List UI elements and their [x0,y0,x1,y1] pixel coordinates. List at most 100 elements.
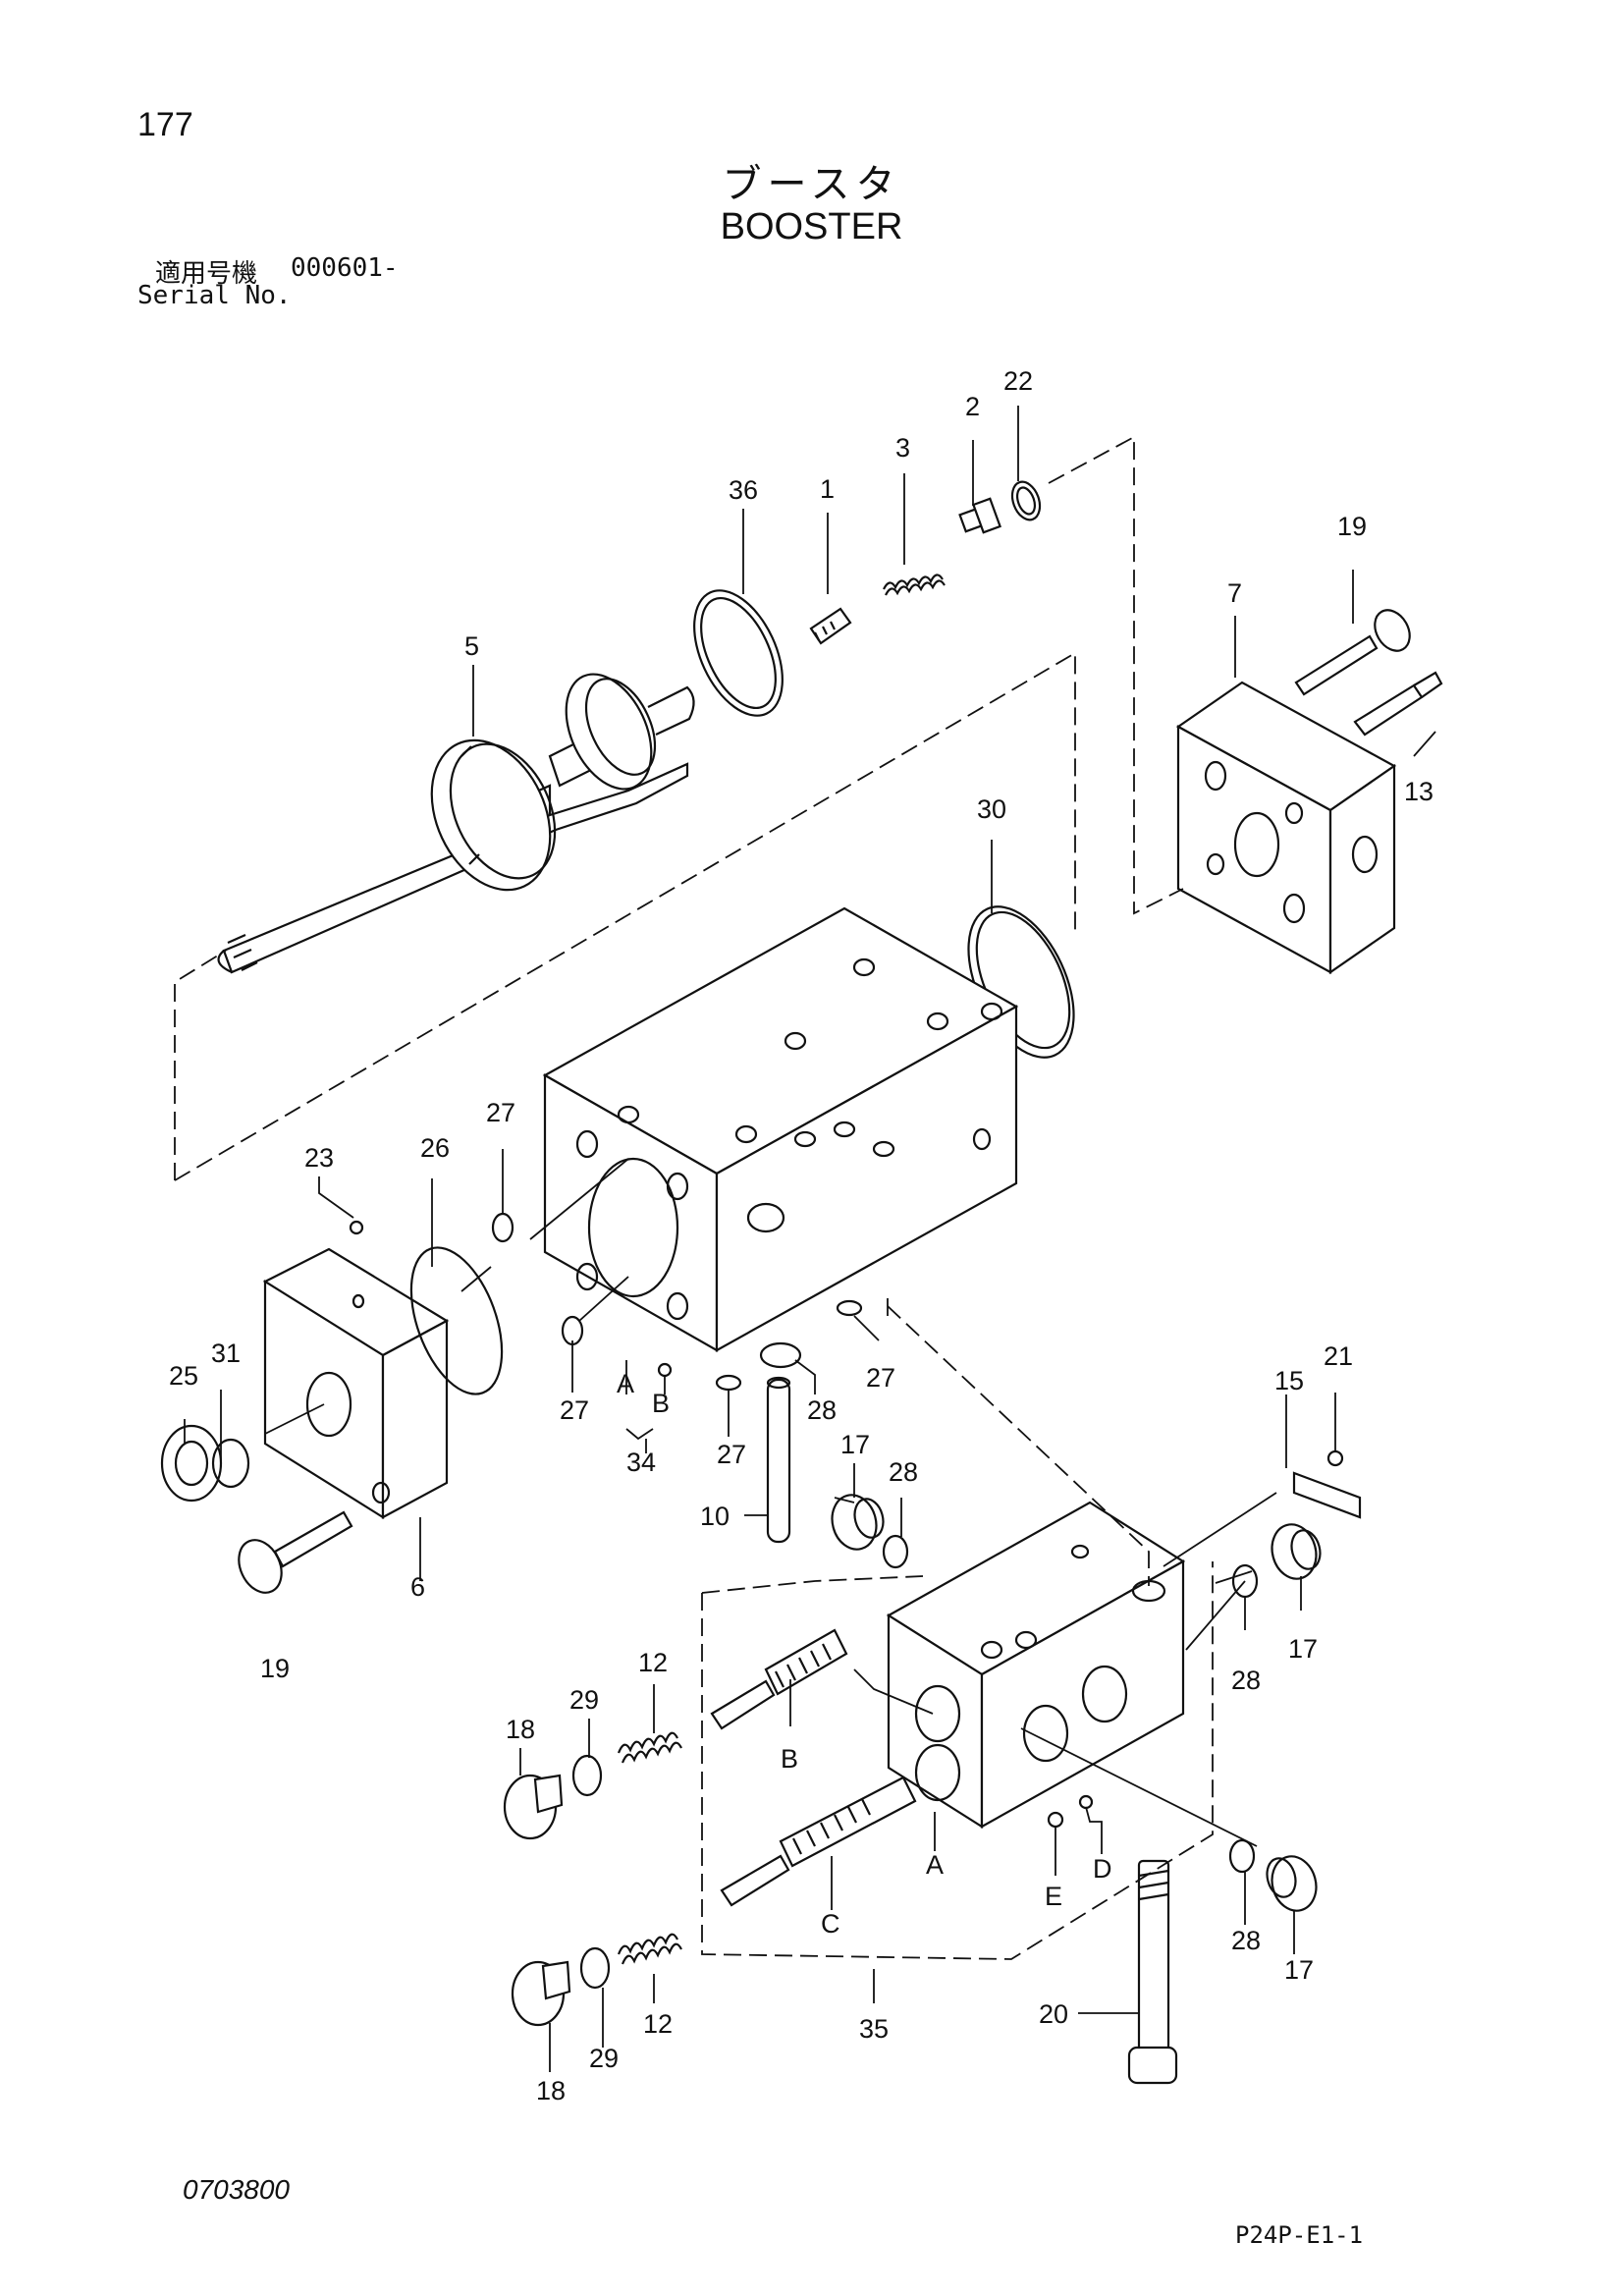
callout-5: 5 [464,631,479,661]
bolt-part-20 [1127,1859,1178,2085]
callout-1: 1 [820,474,835,504]
callout-36: 36 [729,475,758,505]
seal-part-29-a [571,1754,603,1797]
serial-label-english: Serial No. [137,281,292,310]
callout-2: 2 [965,392,980,421]
callout-7: 7 [1227,578,1242,608]
callout-20: 20 [1039,1999,1068,2029]
callout-29-b: 29 [589,2044,619,2073]
main-body-block [542,906,1019,1352]
callout-17-b: 17 [1288,1634,1318,1664]
bolt-part-19-top [1294,609,1411,696]
callout-35: 35 [859,2014,889,2044]
end-cover-part-6 [262,1247,450,1519]
o-ring-part-28-top [759,1341,802,1369]
serial-value: 000601- [291,253,399,283]
serial-label-japanese: 適用号機 [155,259,258,289]
spring-part-12-b [617,1933,682,1965]
valve-part-2 [958,497,1001,534]
callout-29-a: 29 [569,1685,599,1715]
o-ring-part-36 [693,589,784,717]
plug-part-18-a [503,1774,564,1840]
port-markers-A-B [349,1220,673,1378]
label-B-spool: B [781,1744,798,1774]
sheet-code: P24P-E1-1 [1235,2221,1364,2249]
ring-part-22 [1010,480,1042,521]
callout-28-c: 28 [1231,1926,1261,1955]
callout-numbers: 1 3 2 22 36 5 19 7 13 30 27 23 26 31 25 … [169,366,1434,2105]
label-B-upper: B [652,1389,670,1418]
callout-28-b: 28 [1231,1666,1261,1695]
o-ring-part-27-a [491,1212,514,1243]
callout-34: 34 [626,1448,656,1477]
callout-19-bottom: 19 [260,1654,290,1683]
plug-part-17-c [1266,1855,1318,1912]
o-ring-part-31 [211,1438,250,1489]
spring-part-3 [883,574,946,596]
leader-lines [174,435,1277,1960]
document-code: 0703800 [183,2174,291,2205]
callout-18-a: 18 [506,1715,535,1744]
callout-18-b: 18 [536,2076,566,2105]
callout-26: 26 [420,1133,450,1163]
o-ring-part-28-a [882,1534,909,1569]
bolt-part-19-bottom [238,1510,353,1594]
page-number: 177 [137,106,193,143]
cover-part-7 [1175,681,1397,975]
callout-27-a: 27 [486,1098,515,1127]
title-english: BOOSTER [720,206,903,247]
callout-12-a: 12 [638,1648,668,1677]
plunger-part-1 [809,607,852,645]
callout-25: 25 [169,1361,198,1391]
callout-3: 3 [895,433,910,463]
screw-part-21 [1326,1449,1344,1467]
o-ring-part-36-inner [700,596,777,710]
o-ring-part-28-c [1228,1838,1256,1874]
seal-part-29-b [579,1946,611,1990]
callout-6: 6 [410,1572,425,1602]
label-A-upper: A [617,1369,634,1398]
callout-27-b: 27 [560,1395,589,1425]
ring-part-22-inner [1015,486,1037,516]
callout-28-top: 28 [807,1395,837,1425]
callout-10: 10 [700,1502,730,1531]
plug-part-18-b [511,1960,571,2027]
callout-22: 22 [1003,366,1033,396]
spool-B [710,1628,848,1730]
pin-part-10 [766,1376,791,1544]
plug-part-17-a [831,1494,885,1551]
callout-23: 23 [304,1143,334,1173]
callout-31: 31 [211,1339,241,1368]
callout-19-top: 19 [1337,512,1367,541]
label-D: D [1093,1854,1112,1884]
o-ring-part-27-d [836,1299,863,1317]
valve-block [886,1501,1186,1829]
callout-12-b: 12 [643,2009,673,2039]
callout-13: 13 [1404,777,1434,806]
fitting-part-13 [1353,671,1443,737]
title-japanese: ブースタ [722,162,901,207]
o-ring-part-27-b [561,1315,584,1346]
port-marker-D [1078,1794,1094,1810]
label-C: C [821,1909,840,1939]
plug-part-17-b [1271,1523,1322,1580]
plate-part-15 [1292,1471,1362,1519]
spring-part-12-a [617,1731,682,1764]
o-ring-part-26 [409,1246,504,1395]
callout-30: 30 [977,794,1006,824]
piston-shaft-part-5 [217,673,695,974]
callout-28-a: 28 [889,1457,918,1487]
port-marker-E [1047,1811,1064,1829]
spool-C [720,1776,917,1907]
label-E: E [1045,1882,1062,1911]
label-A-block: A [926,1850,944,1880]
callout-27-c: 27 [717,1440,746,1469]
o-ring-part-27-c [715,1374,742,1392]
seal-part-25-inner [174,1440,209,1487]
callout-17-a: 17 [840,1430,870,1459]
callout-leaders [184,406,1436,2072]
callout-21: 21 [1324,1341,1353,1371]
callout-15: 15 [1274,1366,1304,1395]
callout-27-d: 27 [866,1363,895,1393]
